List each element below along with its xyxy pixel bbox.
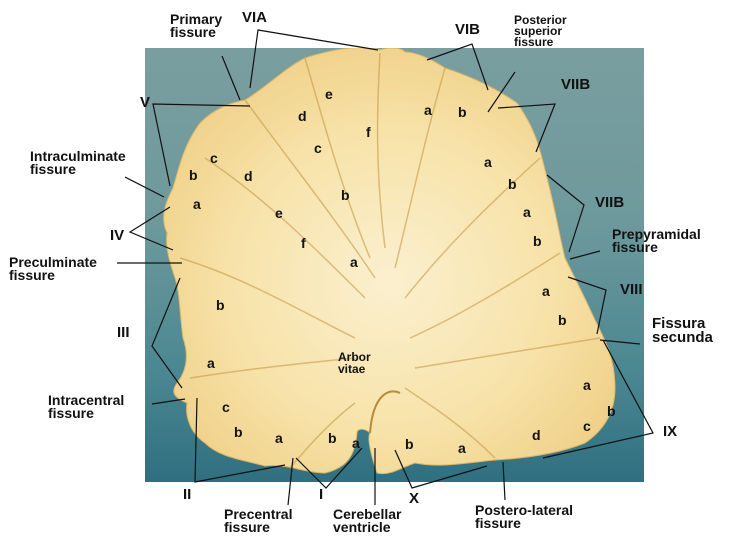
sublobule-letter: a bbox=[193, 196, 201, 212]
label-iii: III bbox=[117, 324, 130, 341]
label-postero-lateral-fissure: Postero-lateral fissure bbox=[475, 502, 574, 531]
sublobule-letter: a bbox=[523, 204, 531, 220]
label-intracentral-fissure: Intracentral fissure bbox=[48, 392, 125, 421]
cerebellum-section bbox=[163, 48, 616, 475]
label-viib-mid: VIIB bbox=[595, 194, 625, 211]
sublobule-letter: d bbox=[298, 108, 307, 124]
label-via: VIA bbox=[242, 9, 268, 26]
label-viii: VIII bbox=[620, 281, 643, 298]
sublobule-letter: b bbox=[405, 436, 414, 452]
label-cerebellar-ventricle: Cerebellar ventricle bbox=[333, 506, 402, 535]
label-i: I bbox=[319, 486, 324, 503]
sublobule-letter: b bbox=[458, 104, 467, 120]
label-primary-fissure: Primary fissure bbox=[170, 11, 223, 40]
label-intraculminate-fissure: Intraculminate fissure bbox=[30, 148, 126, 177]
sublobule-letter: b bbox=[328, 430, 337, 446]
sublobule-letter: b bbox=[508, 176, 517, 192]
sublobule-letter: a bbox=[207, 355, 215, 371]
sublobule-letter: a bbox=[542, 283, 550, 299]
sublobule-letter: d bbox=[532, 427, 541, 443]
sublobule-letter: b bbox=[341, 187, 350, 203]
label-ii: II bbox=[183, 486, 192, 503]
label-v: V bbox=[140, 94, 151, 111]
sublobule-letter: a bbox=[583, 377, 591, 393]
sublobule-letter: a bbox=[484, 154, 492, 170]
sublobule-letter: a bbox=[350, 254, 358, 270]
sublobule-letter: d bbox=[244, 168, 253, 184]
label-fissura-secunda: Fissura secunda bbox=[652, 315, 713, 346]
label-preculminate-fissure: Preculminate fissure bbox=[9, 254, 97, 283]
label-prepyramidal-fissure: Prepyramidal fissure bbox=[612, 226, 701, 255]
sublobule-letter: b bbox=[607, 403, 616, 419]
label-vib: VIB bbox=[455, 21, 481, 38]
sublobule-letter: e bbox=[275, 205, 283, 221]
sublobule-letter: a bbox=[352, 435, 360, 451]
sublobule-letter: c bbox=[210, 150, 218, 166]
label-iv: IV bbox=[110, 227, 125, 244]
sublobule-letter: f bbox=[301, 235, 306, 251]
label-arbor-vitae: Arbor vitae bbox=[338, 350, 371, 376]
sublobule-letter: b bbox=[189, 167, 198, 183]
sublobule-letter: c bbox=[222, 399, 230, 415]
sublobule-letter: c bbox=[583, 418, 591, 434]
label-viib-top: VIIB bbox=[561, 76, 591, 93]
sublobule-letter: a bbox=[424, 102, 432, 118]
sublobule-letter: b bbox=[533, 233, 542, 249]
cerebellum-photo bbox=[145, 48, 644, 482]
sublobule-letter: b bbox=[558, 312, 567, 328]
sublobule-letter: e bbox=[325, 86, 333, 102]
sublobule-letter: b bbox=[216, 297, 225, 313]
label-x: X bbox=[409, 490, 420, 507]
sublobule-letter: c bbox=[314, 140, 322, 156]
sublobule-letter: b bbox=[234, 424, 243, 440]
label-precentral-fissure: Precentral fissure bbox=[224, 506, 293, 535]
label-ix: IX bbox=[663, 423, 678, 440]
sublobule-letter: a bbox=[275, 430, 283, 446]
cerebellar-ventricle-notch bbox=[369, 390, 401, 434]
label-posterior-superior-fissure: Posterior superior fissure bbox=[514, 13, 567, 49]
sublobule-letter: a bbox=[458, 440, 466, 456]
sublobule-letter: f bbox=[366, 124, 371, 140]
